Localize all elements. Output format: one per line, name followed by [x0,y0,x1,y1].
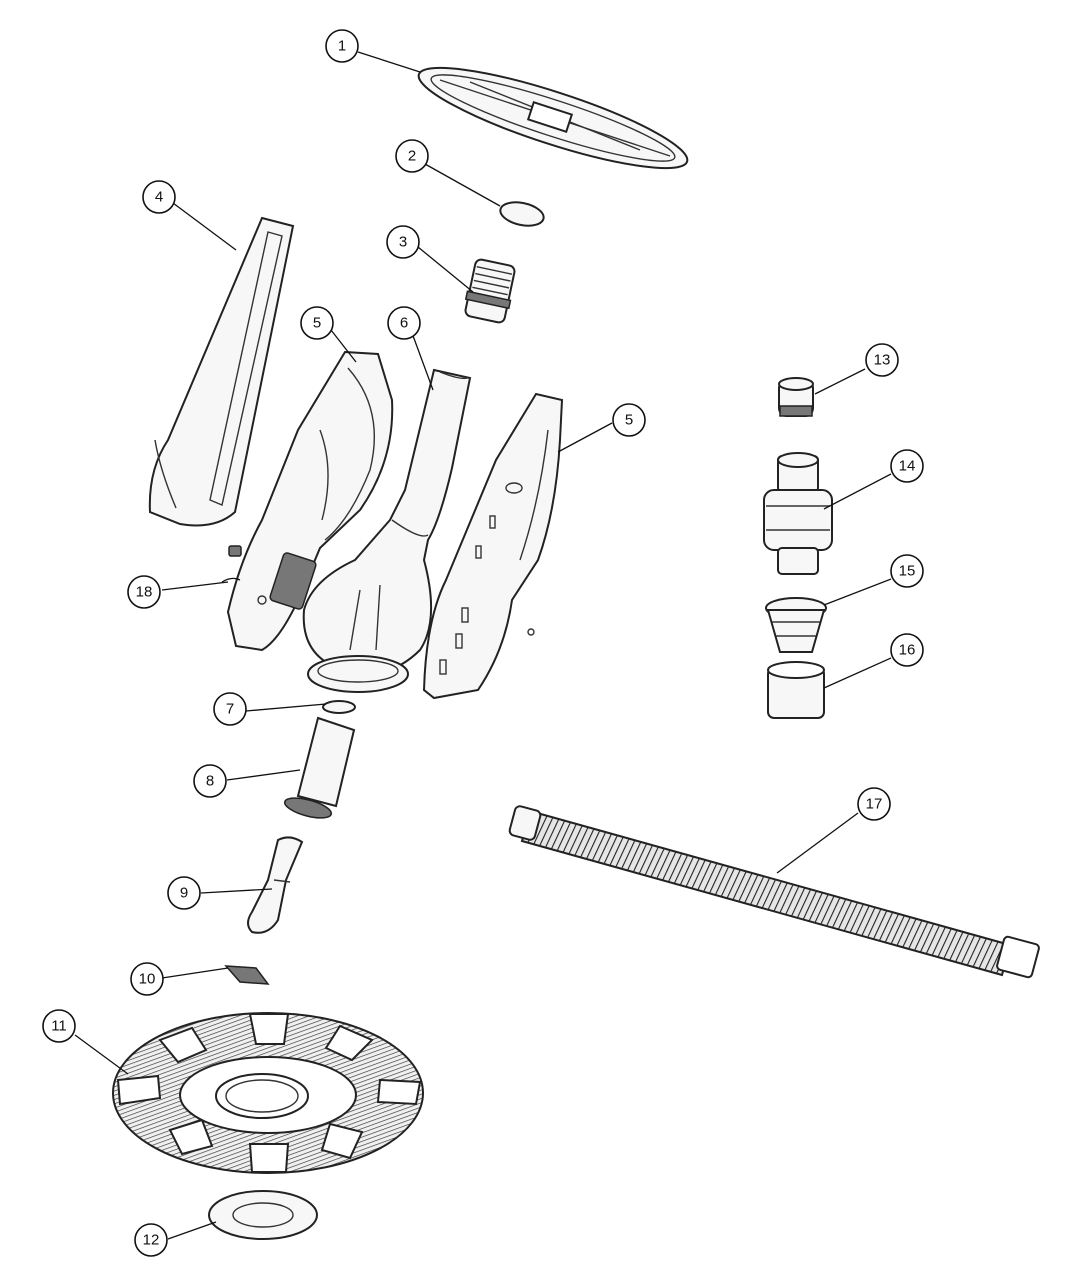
svg-text:11: 11 [51,1018,67,1035]
svg-text:5: 5 [313,315,321,332]
callout-7: 7 [213,692,247,726]
svg-text:16: 16 [899,642,916,659]
part-17-hose [508,805,1040,979]
part-15-funnel [765,597,827,653]
callouts: 1 2 3 4 5 6 5 7 8 9 10 11 12 13 14 15 16… [42,29,924,1257]
callout-2: 2 [395,139,429,173]
part-9-diaphragm [247,836,304,934]
callout-13: 13 [865,343,899,377]
part-11-disc [112,1012,424,1174]
part-14-valve [763,452,833,575]
callout-12: 12 [134,1223,168,1257]
part-16-cup [767,661,825,719]
part-18-clip [221,545,242,583]
callout-15: 15 [890,554,924,588]
svg-text:5: 5 [625,412,633,429]
svg-text:1: 1 [338,38,346,55]
callout-5-left: 5 [300,306,334,340]
part-13-cap [778,377,814,417]
svg-text:15: 15 [899,563,916,580]
callout-18: 18 [127,575,161,609]
svg-text:9: 9 [180,885,188,902]
callout-6: 6 [387,306,421,340]
svg-text:18: 18 [136,584,153,601]
svg-text:12: 12 [143,1232,160,1249]
part-3-swivel [464,258,516,324]
svg-text:10: 10 [139,971,156,988]
svg-text:8: 8 [206,773,214,790]
part-1-oval-wing [417,66,689,170]
svg-text:3: 3 [399,234,407,251]
svg-text:17: 17 [866,796,883,813]
part-6-center-housing [302,368,472,693]
callout-5-right: 5 [612,403,646,437]
part-10-foot-pad [224,965,270,985]
part-8-tube [283,716,356,819]
part-2-o-ring [499,201,545,227]
svg-text:7: 7 [226,701,234,718]
part-12-flat-ring [208,1190,318,1240]
part-5-body-half-right [422,392,564,700]
callout-8: 8 [193,764,227,798]
callout-17: 17 [857,787,891,821]
svg-text:2: 2 [408,148,416,165]
callout-4: 4 [142,180,176,214]
part-5-body-half-left [226,350,394,652]
callout-11: 11 [42,1009,76,1043]
callout-3: 3 [386,225,420,259]
svg-text:14: 14 [899,458,916,475]
callout-14: 14 [890,449,924,483]
callout-16: 16 [890,633,924,667]
part-7-ring [322,700,356,714]
svg-text:4: 4 [155,189,163,206]
part-4-side-cover [148,216,295,527]
callout-10: 10 [130,962,164,996]
svg-text:13: 13 [874,352,891,369]
callout-9: 9 [167,876,201,910]
leader-lines [74,51,892,1240]
svg-text:6: 6 [400,315,408,332]
callout-1: 1 [325,29,359,63]
